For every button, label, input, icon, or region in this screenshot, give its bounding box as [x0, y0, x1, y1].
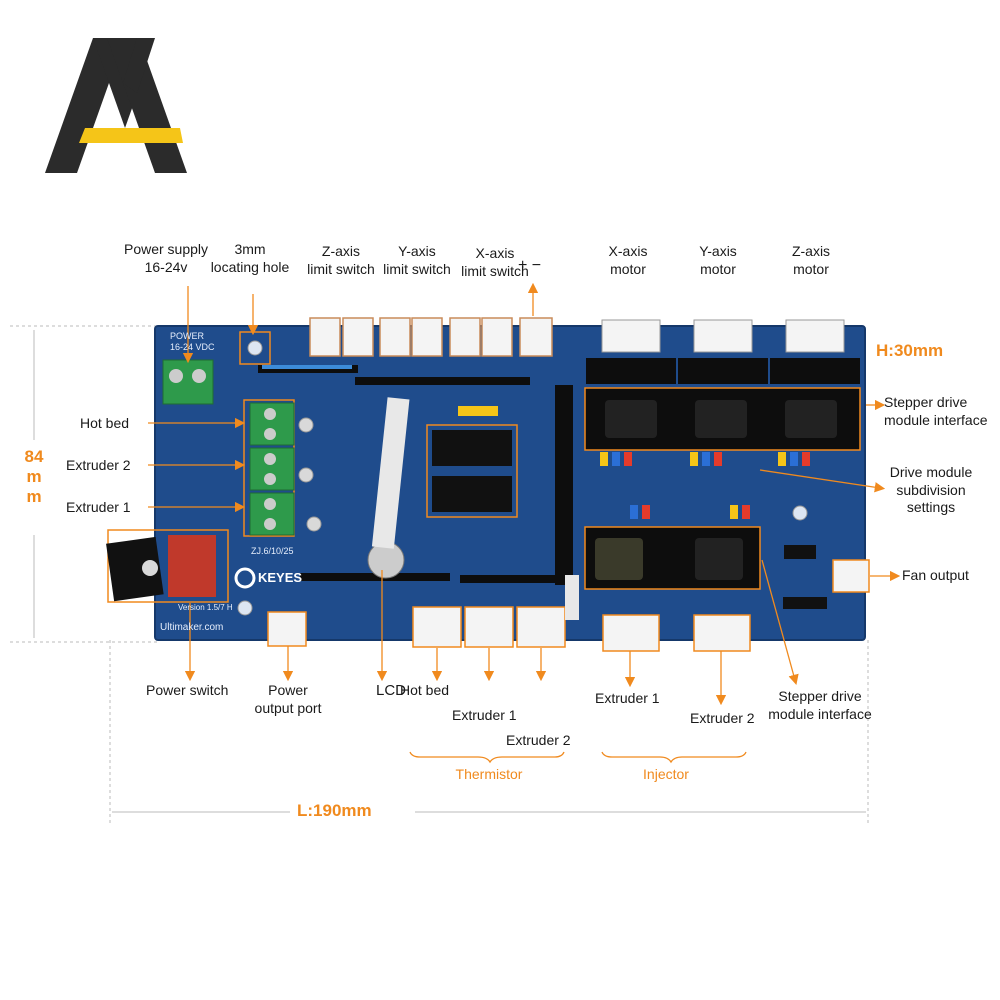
- label-extruder2-left: Extruder 2: [66, 457, 131, 473]
- label-extruder2-thermistor: Extruder 2: [506, 732, 571, 748]
- board-date: ZJ.6/10/25: [251, 546, 294, 556]
- label-power-switch: Power switch: [146, 682, 229, 698]
- depth-dimension: 84mm: [24, 447, 44, 506]
- motor-connectors: [601, 319, 845, 353]
- label-plus-minus: + −: [518, 257, 542, 274]
- board-version: Version 1.5/7 H: [178, 603, 233, 612]
- heater-terminals: [243, 399, 295, 537]
- callout-arrows: [148, 282, 901, 706]
- brand-logo: [45, 38, 187, 173]
- height-dimension: H:30mm: [876, 341, 944, 360]
- label-hot-bed-left: Hot bed: [80, 415, 130, 431]
- keyes-gear: [234, 567, 256, 589]
- label-lcd: LCD: [376, 682, 407, 699]
- stepper-driver-modules: [584, 387, 861, 590]
- label-fan-output: Fan output: [902, 567, 969, 583]
- label-extruder1-thermistor: Extruder 1: [452, 707, 517, 723]
- label-injector-group: Injector: [643, 766, 689, 782]
- bottom-connectors: [267, 559, 870, 652]
- label-extruder1-left: Extruder 1: [66, 499, 131, 515]
- label-thermistor-group: Thermistor: [455, 766, 523, 782]
- board-ultimaker: Ultimaker.com: [160, 622, 224, 633]
- length-dimension: L:190mm: [297, 801, 372, 820]
- jumpers: [600, 452, 810, 519]
- power-switch: [106, 529, 229, 603]
- bracket-lines: [409, 751, 747, 764]
- limit-switch-connectors: [309, 317, 553, 357]
- leds: [298, 417, 322, 532]
- label-extruder2-injector: Extruder 2: [690, 710, 755, 726]
- label-hot-bed-bottom: Hot bed: [400, 682, 450, 698]
- power-terminal: [162, 359, 214, 405]
- dimension-arrows: [33, 330, 866, 813]
- lcd-connectors: [426, 406, 518, 518]
- label-extruder1-injector: Extruder 1: [595, 690, 660, 706]
- mount-holes: [237, 331, 808, 616]
- dimension-lines: [10, 325, 869, 825]
- board-brand: KEYES: [258, 570, 303, 585]
